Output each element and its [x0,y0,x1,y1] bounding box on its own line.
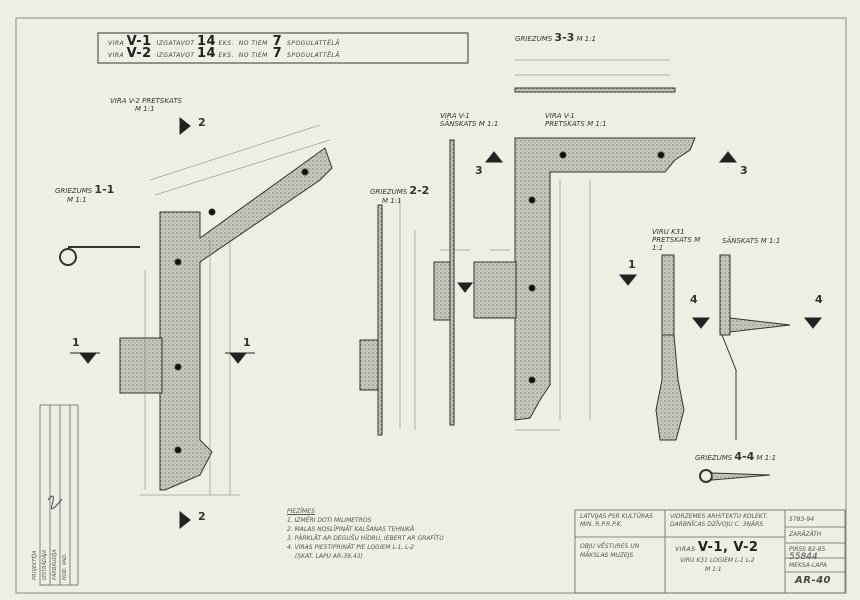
header-box [97,32,469,64]
cut-label: 4 [690,293,698,306]
hinge-v1-side [433,139,455,426]
tb-cell: 5783-94 [789,516,815,523]
section-2-2 [359,204,383,436]
section-3-3 [514,87,676,93]
view-k31-plan-title: VIRU K31 PRETSKATS M 1:1 [652,228,701,252]
museum-name: OBJU VĒSTURES UN MĀKSLAS MUZEJS [580,543,640,559]
note-item: (SKAT. LAPU AR-39,43) [295,553,363,560]
text: IZGATAVOT [156,52,195,59]
qty: 14 [197,46,217,61]
notes-title: PIEZĪMES [287,508,315,515]
subject: VIRAS V-1, V-2 [675,540,759,555]
section-4-4 [699,469,771,483]
cut-label: 1 [72,336,80,349]
view-4-4-title: GRIEZUMS 4-4 M 1:1 [695,450,777,463]
prefix: VIRA [108,52,125,59]
text: NO TIEM [238,52,268,59]
note-item: 3. PĀRKLĀT AR DEGUŠU HĪDRU, IEBERT AR GR… [287,535,444,542]
sheet-border [15,17,847,594]
tb-cell: ZARĀZĀTH [789,531,822,538]
hinge-v2-plan [119,147,333,491]
tb-cell: MEKSA-LAPA [789,562,827,569]
sheet-number: AR-40 [795,575,832,586]
code: V-1 [126,34,152,49]
view-v1-plan-title: VIRA V-1 PRETSKATS M 1:1 [545,112,607,128]
dimension-lines [140,59,670,496]
view-v1-side-title: VIRA V-1 SĀNSKATS M 1:1 [440,112,499,128]
notes: PIEZĪMES 1. IZMĒRI DOTI MILIMETROS 2. MA… [287,507,444,561]
text: EKS. [218,40,234,47]
count: 7 [272,46,283,61]
qty: 14 [197,34,217,49]
cut-label: 1 [243,336,251,349]
cut-label: 3 [740,164,748,177]
text: SPOGULATTĒLĀ [287,52,340,59]
cut-label: 2 [198,116,206,129]
hinge-v1-plan [473,137,696,421]
scale: M 1:1 [705,566,722,573]
note-item: 1. IZMĒRI DOTI MILIMETROS [287,517,372,524]
header-row-v2: VIRA V-2 IZGATAVOT 14 EKS. NO TIEM 7 SPO… [108,46,340,61]
count: 7 [272,34,283,49]
cut-label: 4 [815,293,823,306]
note-item: 4. VIRAS PIESTIPRINĀT PIE LOGIEM L-1, L-… [287,544,414,551]
subject-desc: VIRU K31 LOGIEM L-1 L-2 [680,557,755,564]
view-3-3-title: GRIEZUMS 3-3 M 1:1 [515,31,597,44]
cut-label: 3 [475,164,483,177]
text: IZGATAVOT [156,40,195,47]
cut-label: 2 [198,510,206,523]
org-name: LATVIJAS PSR KULTŪRAS MIN. R.P.R.P.K. [580,513,653,528]
header-row-v1: VIRA V-1 IZGATAVOT 14 EKS. NO TIEM 7 SPO… [108,34,340,49]
cut-marker-arrows [70,116,823,530]
title-block [574,509,846,594]
text: NO TIEM [238,40,268,47]
text: SPOGULATTĒLĀ [287,40,340,47]
project-name: VIDRZEMES ARHITEKTU KOLEKT. DARBNĪCAS DZ… [670,513,768,528]
note-item: 2. MALAS NOSLĪPINĀT KALŠANAS TEHNIKĀ [287,526,415,533]
code: V-2 [126,46,152,61]
view-k31-side-title: SĀNSKATS M 1:1 [722,237,781,245]
tb-cell: PIRSS 82-85 [789,546,826,553]
cut-label: 1 [628,258,636,271]
tb-cell: 55844 [789,552,818,562]
section-1-1 [59,246,140,266]
prefix: VIRA [108,40,125,47]
hinge-k31 [655,254,791,441]
left-stamp [39,404,79,586]
text: EKS. [218,52,234,59]
